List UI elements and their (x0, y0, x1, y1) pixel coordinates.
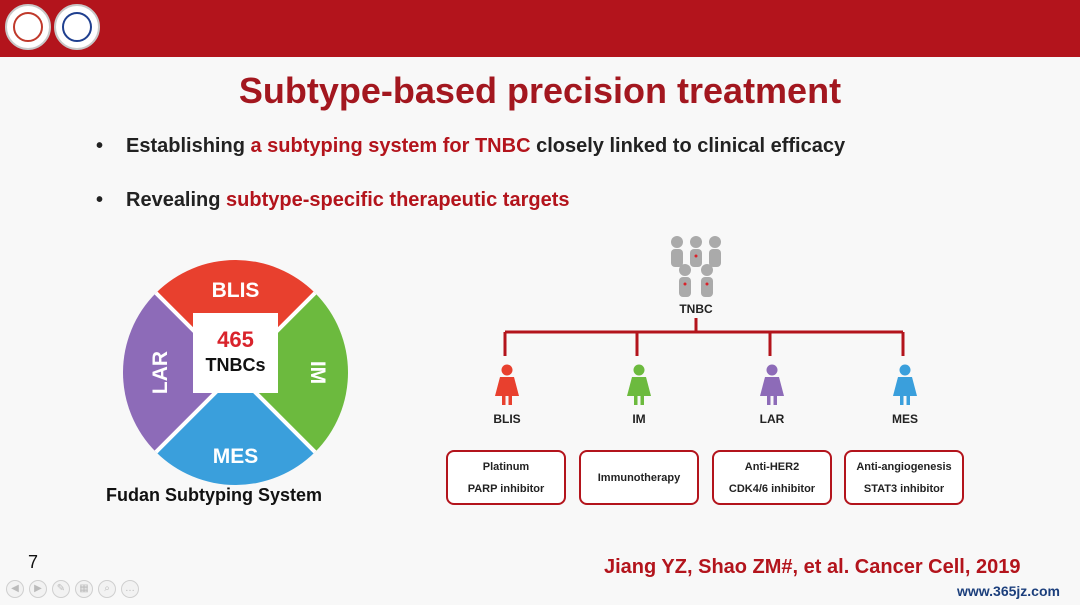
wheel-segment-mes (155, 372, 316, 485)
treatment-item: Anti-HER2 (744, 460, 800, 473)
treatment-item: Anti-angiogenesis (856, 460, 952, 473)
zoom-icon[interactable]: ⌕ (98, 580, 116, 598)
wheel-segment-lar (123, 292, 236, 453)
wheel-label-lar: LAR (149, 351, 172, 394)
bullet-2-highlight: subtype-specific therapeutic targets (226, 189, 570, 211)
treatment-item: PARP inhibitor (467, 482, 545, 495)
treatment-box-blis: Platinum PARP inhibitor (446, 450, 566, 505)
wheel-center-number: 465 (217, 327, 254, 352)
page-number: 7 (28, 552, 39, 572)
bullet-1-highlight: a subtyping system for TNBC (250, 135, 531, 157)
hospital-seal-icon (54, 4, 100, 50)
subtype-label-lar: LAR (759, 412, 785, 426)
watermark: www.365jz.com (957, 583, 1060, 599)
subtype-label-im: IM (632, 412, 646, 426)
more-icon[interactable]: … (121, 580, 139, 598)
pen-icon[interactable]: ✎ (52, 580, 70, 598)
tree-connectors (503, 318, 905, 356)
bullet-dot: • (96, 135, 104, 157)
header-bar (0, 0, 1080, 57)
bullet-1-suffix: closely linked to clinical efficacy (530, 135, 846, 157)
subtype-label-mes: MES (891, 412, 918, 426)
wheel-label-mes: MES (213, 445, 259, 468)
subtype-label-blis: BLIS (493, 412, 521, 426)
presentation-toolbar: ◀ ▶ ✎ ▦ ⌕ … (6, 580, 139, 598)
lar-person-icon (760, 364, 784, 405)
treatment-item: CDK4/6 inhibitor (728, 482, 816, 495)
treatment-item: Immunotherapy (597, 471, 681, 484)
slides-icon[interactable]: ▦ (75, 580, 93, 598)
wheel-caption: Fudan Subtyping System (106, 485, 323, 505)
bullet-1: • Establishing a subtyping system for TNB… (96, 135, 845, 158)
wheel-label-im: IM (306, 361, 329, 384)
wheel-center: 465 TNBCs (193, 313, 278, 393)
bullet-dot: • (96, 189, 104, 211)
treatment-box-lar: Anti-HER2 CDK4/6 inhibitor (712, 450, 832, 505)
treatment-item: STAT3 inhibitor (863, 482, 945, 495)
im-person-icon (627, 364, 651, 405)
wheel-label-blis: BLIS (212, 279, 260, 302)
mes-person-icon (893, 364, 917, 405)
treatment-box-mes: Anti-angiogenesis STAT3 inhibitor (844, 450, 964, 505)
treatment-item: Platinum (482, 460, 530, 473)
prev-icon[interactable]: ◀ (6, 580, 24, 598)
next-icon[interactable]: ▶ (29, 580, 47, 598)
citation: Jiang YZ, Shao ZM#, et al. Cancer Cell, … (604, 556, 1021, 578)
treatment-box-im: Immunotherapy (579, 450, 699, 505)
tree-root-label: TNBC (679, 302, 713, 316)
wheel-segment-im (235, 292, 348, 453)
patients-group-icon (671, 236, 721, 297)
slide-title: Subtype-based precision treatment (238, 70, 842, 111)
university-seal-icon (5, 4, 51, 50)
bullet-1-prefix: Establishing (126, 135, 251, 157)
bullet-2: • Revealing subtype-specific therapeutic … (96, 189, 569, 212)
blis-person-icon (495, 364, 519, 405)
wheel-center-text: TNBCs (205, 355, 266, 375)
bullet-2-prefix: Revealing (126, 189, 227, 211)
